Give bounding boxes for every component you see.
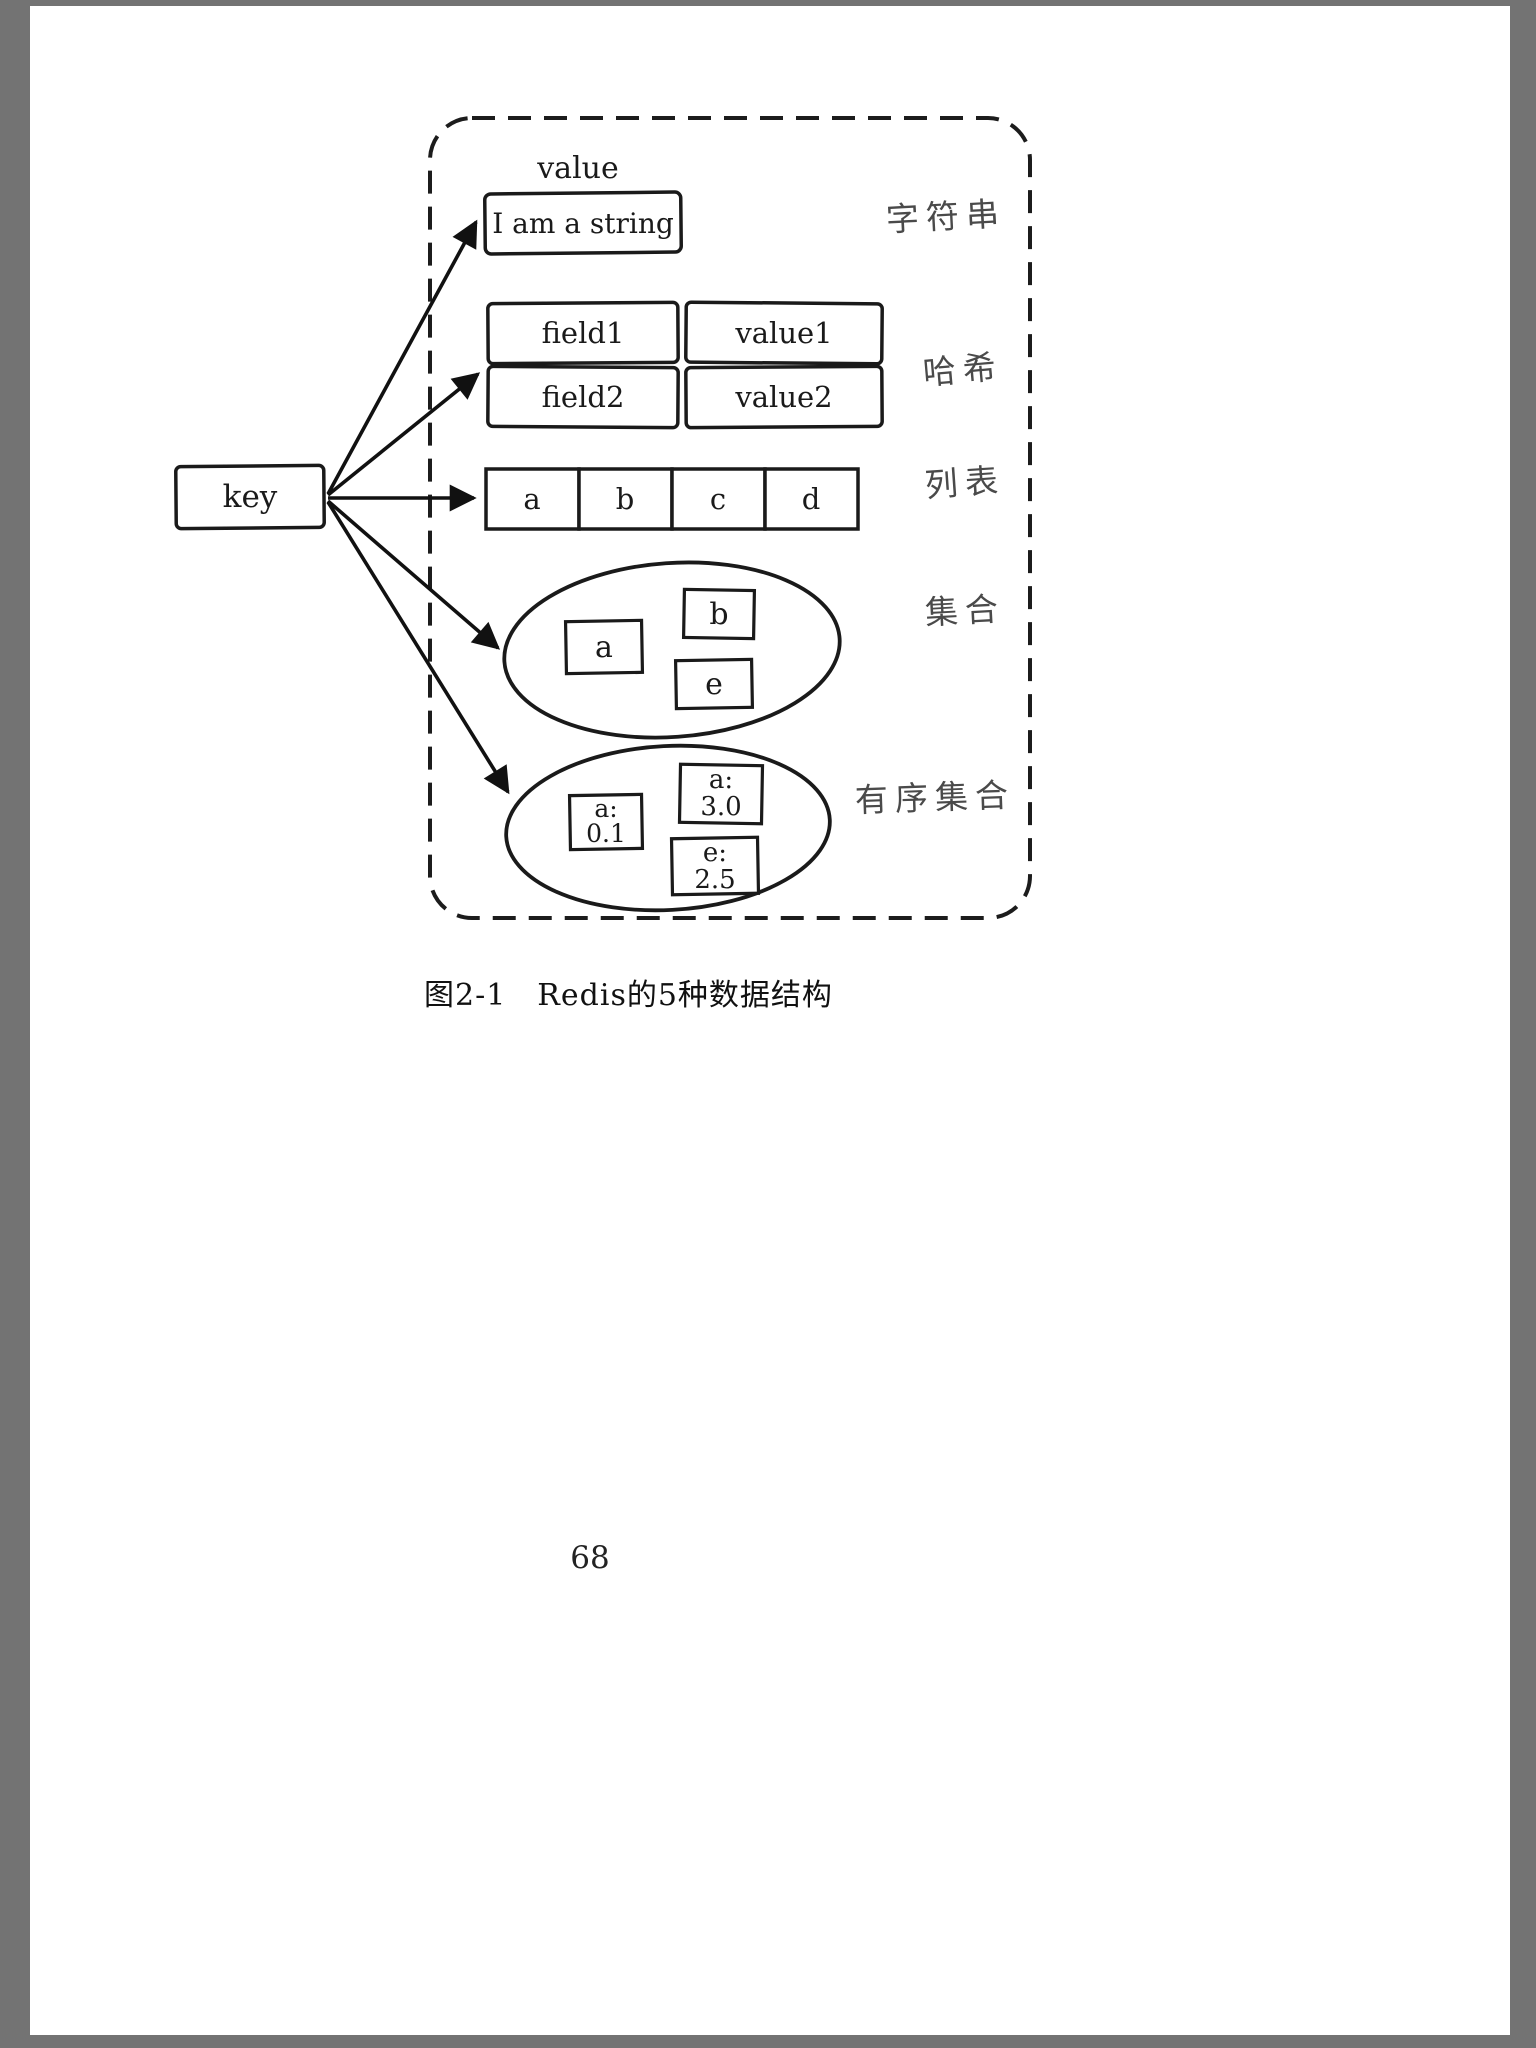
list-item-text: c [710,482,726,516]
arrow-key-to-set [326,499,501,650]
arrow-key-to-zset [326,501,510,795]
zset-entry-box [567,792,645,852]
arrow-key-to-string [326,219,478,495]
set-ellipse [502,560,842,740]
list-item-text: b [616,482,635,516]
list-cell [763,467,860,531]
string-value-box [483,190,683,256]
set-member-box [563,618,645,676]
set-member-text: a [595,630,613,665]
key-box [174,463,326,531]
zset-score-text: 3.0 [700,792,741,822]
zset-entry-box [677,762,765,826]
hash-value2-text: value2 [734,380,832,414]
value-label: value [536,151,619,186]
hash-field1-box [486,300,680,366]
zset-entry-box [669,835,761,897]
set-member-text: b [709,597,728,632]
string-type-label: 字符串 [885,194,1007,239]
hash-value1-box [684,300,884,366]
list-type-label: 列表 [924,460,1007,504]
list-item-text: a [523,482,540,516]
list-cell [670,467,767,531]
zset-member-text: a: [594,794,617,823]
hash-field1-text: field1 [542,316,625,350]
arrow-key-to-hash [326,372,481,497]
redis-structures-diagram: value key I am a string 字符串 field1 value… [174,116,1032,920]
hash-field2-box [486,364,680,430]
zset-member-text: e: [703,838,727,868]
set-member-box [681,587,757,641]
hash-field2-text: field2 [542,380,625,414]
list-cell [577,467,674,531]
string-value-text: I am a string [492,207,674,240]
zset-type-label: 有序集合 [854,775,1015,820]
page-number: 68 [570,1540,610,1576]
book-page: value key I am a string 字符串 field1 value… [30,6,1510,2035]
set-type-label: 集合 [924,589,1006,632]
figure-caption: 图2-1 Redis的5种数据结构 [424,978,833,1013]
list-item-text: d [802,482,821,516]
value-group-dashed-border [428,116,1032,920]
hash-value2-box [684,364,884,430]
zset-score-text: 2.5 [694,865,735,895]
zset-score-text: 0.1 [586,819,626,848]
set-member-box [673,657,755,711]
key-label: key [223,479,278,515]
set-member-text: e [705,667,723,702]
hash-type-label: 哈希 [921,347,1004,393]
zset-member-text: a: [709,765,733,795]
zset-ellipse [504,743,832,913]
hash-value1-text: value1 [734,316,832,350]
list-cell [484,467,581,531]
